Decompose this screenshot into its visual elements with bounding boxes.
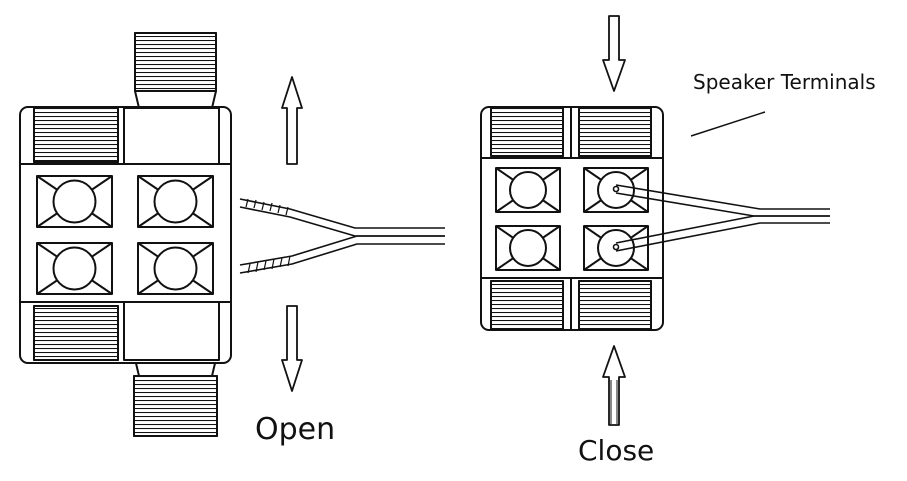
open-label: Open [255, 412, 336, 447]
arrow-up-icon [602, 345, 626, 426]
leader-line [690, 111, 766, 137]
speaker-wire-closed [612, 184, 830, 252]
speaker-wire-open [239, 198, 445, 274]
terminal-closed-tl [495, 167, 561, 213]
speaker-terminals-label: Speaker Terminals [693, 70, 876, 94]
terminal-open-bl [36, 242, 113, 295]
open-connector [19, 32, 232, 437]
closed-connector [480, 106, 664, 331]
terminal-open-br [137, 242, 214, 295]
terminal-open-tl [36, 175, 113, 228]
terminal-closed-bl [495, 225, 561, 271]
close-label: Close [578, 434, 655, 467]
arrow-up-icon [281, 76, 303, 165]
terminal-open-tr [137, 175, 214, 228]
arrow-down-icon [602, 15, 626, 92]
arrow-down-icon [281, 305, 303, 392]
